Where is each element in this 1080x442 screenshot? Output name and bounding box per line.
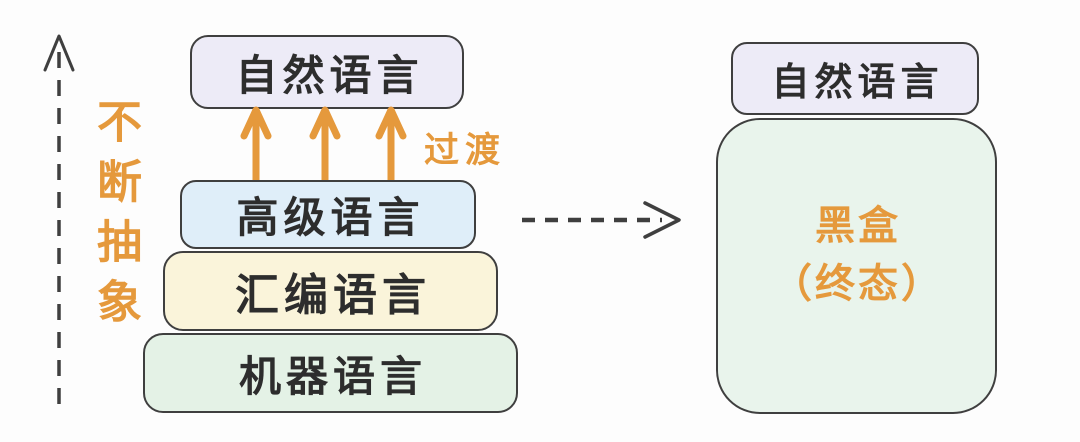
dashed-right-arrow-icon (522, 201, 681, 239)
black-box-subtitle: （终态） (772, 262, 944, 306)
natural-language-label-left: 自然语言 (235, 51, 424, 99)
black-box-title: 黑盒 (815, 204, 901, 248)
natural-language-label-right: 自然语言 (771, 62, 944, 104)
natural-language-box-left: 自然语言 (190, 35, 464, 109)
transition-up-arrows-icon (240, 106, 407, 184)
up-arrow-icon (240, 106, 272, 184)
natural-language-box-right: 自然语言 (731, 42, 979, 115)
abstraction-axis-label: 不断抽象 (90, 98, 141, 338)
assembly-language-box: 汇编语言 (163, 251, 498, 331)
abstraction-axis-arrow-icon (43, 34, 75, 408)
assembly-language-label: 汇编语言 (235, 271, 431, 320)
black-box: 黑盒 （终态） (716, 118, 997, 414)
high-level-language-box: 高级语言 (180, 180, 476, 249)
machine-language-label: 机器语言 (238, 352, 427, 400)
up-arrow-icon (309, 106, 341, 184)
high-level-language-label: 高级语言 (236, 194, 425, 241)
machine-language-box: 机器语言 (143, 333, 518, 413)
up-arrow-icon (375, 106, 407, 184)
transition-label: 过渡 (424, 131, 507, 170)
